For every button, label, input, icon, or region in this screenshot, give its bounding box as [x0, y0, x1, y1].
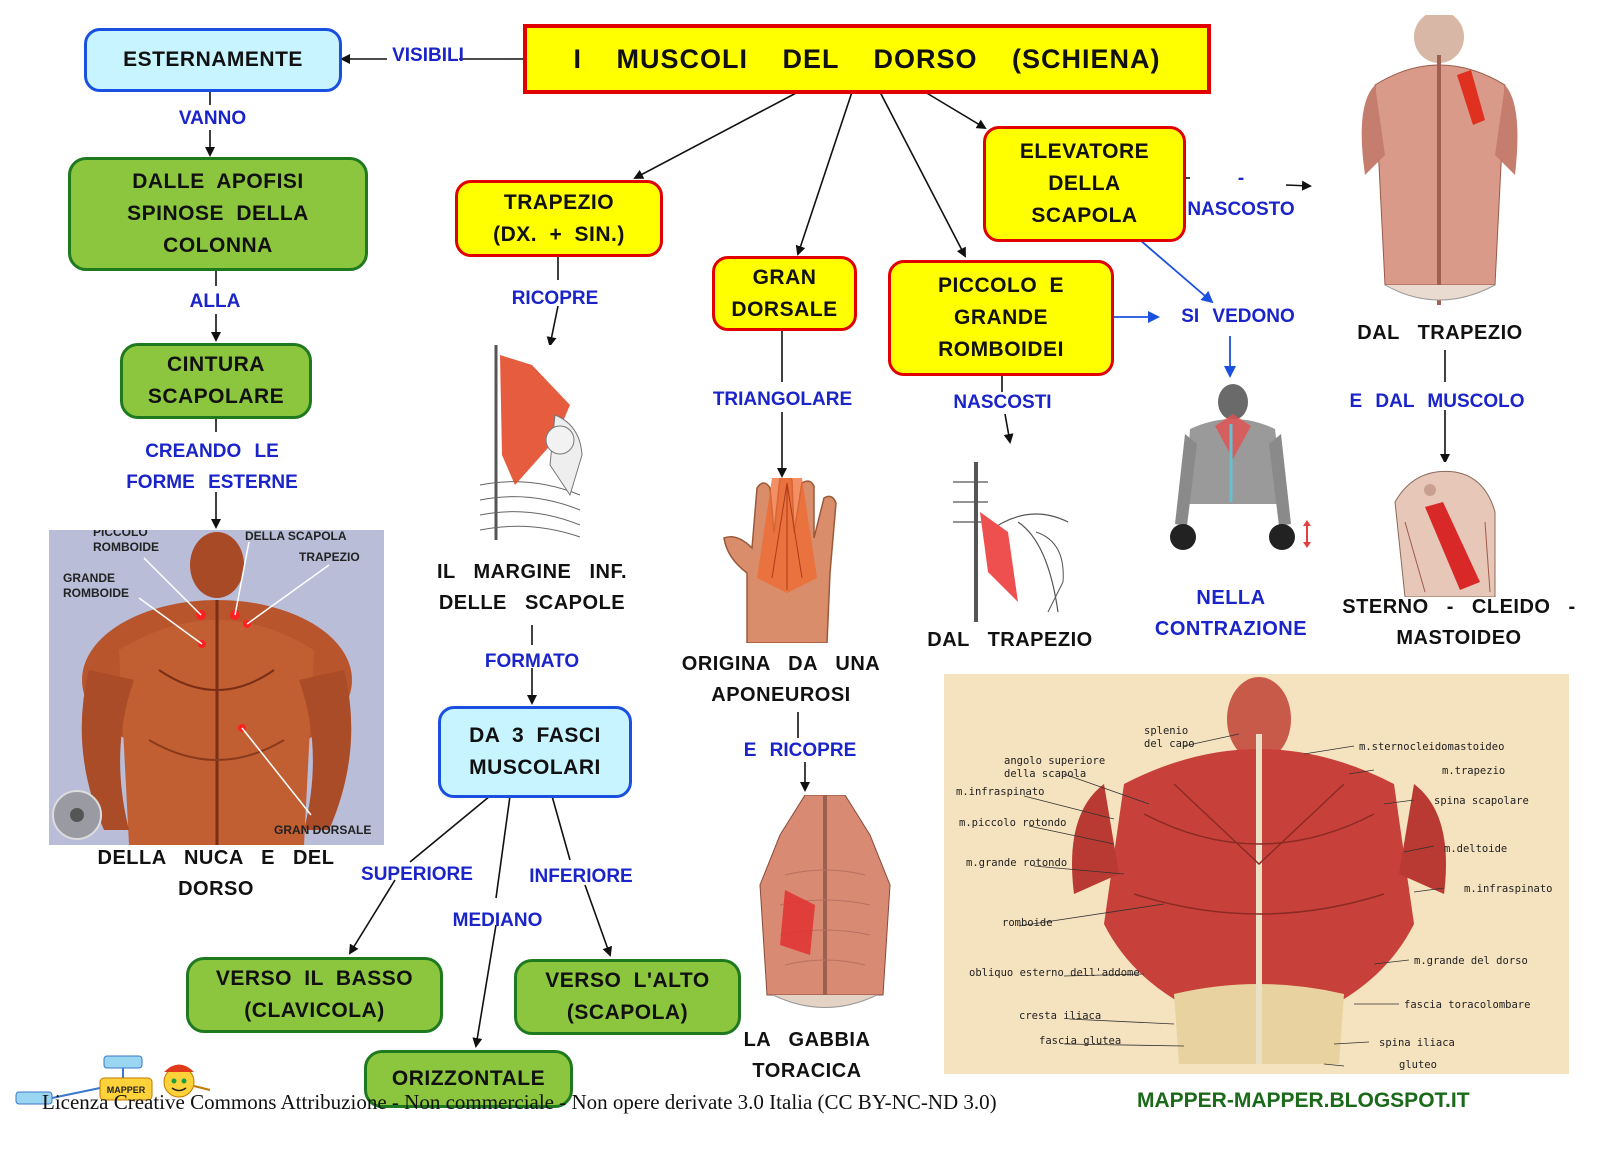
node-elevatore: ELEVATORE DELLA SCAPOLA [983, 126, 1186, 242]
link-title-gran-dorsale [795, 91, 853, 256]
node-trapezio: TRAPEZIO (DX. + SIN.) [455, 180, 663, 257]
node-da-3-fasci: DA 3 FASCI MUSCOLARI [438, 706, 632, 798]
text-dal-trapezio-2: DAL TRAPEZIO [1357, 322, 1523, 344]
label-nascosto: -NASCOSTO [1187, 168, 1295, 220]
label-formato: FORMATO [484, 651, 580, 672]
mapper-logo: MAPPER [14, 1052, 214, 1112]
svg-text:fascia glutea: fascia glutea [1039, 1035, 1121, 1047]
link-inferiore-alto [584, 884, 613, 957]
link-nascosti-img [1003, 413, 1014, 444]
link-nascosto-img [1285, 180, 1312, 191]
node-romboidei: PICCOLO E GRANDE ROMBOIDEI [888, 260, 1114, 376]
label-ricopre: RICOPRE [511, 288, 599, 309]
trapezius-diagram [470, 345, 596, 540]
svg-text:gluteo: gluteo [1399, 1059, 1437, 1071]
link-ricopre-img [546, 305, 559, 347]
text-nella-contrazione: NELLA CONTRAZIONE [1154, 587, 1308, 640]
label-mediano: MEDIANO [452, 910, 543, 931]
node-verso-il-basso: VERSO IL BASSO (CLAVICOLA) [186, 957, 443, 1033]
svg-text:m.grande rotondo: m.grande rotondo [966, 857, 1067, 869]
rib-cage-diagram [755, 795, 895, 1010]
svg-text:cresta iliaca: cresta iliaca [1019, 1010, 1101, 1022]
node-gran-dorsale: GRAN DORSALE [712, 256, 857, 331]
text-margine-scapole: IL MARGINE INF. DELLE SCAPOLE [436, 561, 628, 614]
link-fasci-superiore [409, 795, 491, 863]
label-vanno: VANNO [178, 108, 247, 129]
node-verso-l-alto: VERSO L'ALTO (SCAPOLA) [514, 959, 741, 1035]
svg-text:m.grande del dorso: m.grande del dorso [1414, 955, 1528, 967]
rhomboid-diagram [948, 462, 1078, 622]
link-title-trapezio [633, 91, 799, 179]
dumbbell-rowing-diagram [1165, 384, 1315, 574]
site-link[interactable]: MAPPER-MAPPER.BLOGSPOT.IT [1137, 1089, 1470, 1112]
svg-text:MAPPER: MAPPER [107, 1085, 146, 1095]
svg-text:fascia toracolombare: fascia toracolombare [1404, 999, 1530, 1011]
link-superiore-basso [348, 879, 396, 955]
svg-text:m.piccolo rotondo: m.piccolo rotondo [959, 817, 1066, 829]
svg-text:spina iliaca: spina iliaca [1379, 1037, 1455, 1049]
label-superiore: SUPERIORE [361, 864, 473, 885]
label-triangolare: TRIANGOLARE [712, 389, 853, 410]
svg-text:spina scapolare: spina scapolare [1434, 795, 1529, 807]
link-elevatore-vedono [1139, 239, 1214, 304]
svg-text:GRAN DORSALE: GRAN DORSALE [274, 823, 371, 837]
link-title-elevatore [924, 91, 987, 130]
license-text: Licenza Creative Commons Attribuzione - … [42, 1090, 997, 1114]
text-sterno-cleido: STERNO - CLEIDO - MASTOIDEO [1342, 596, 1576, 649]
svg-text:m.trapezio: m.trapezio [1442, 765, 1505, 777]
label-si-vedono: SI VEDONO [1181, 306, 1295, 327]
link-fasci-mediano [495, 795, 511, 899]
label-visibili: VISIBILI [392, 45, 464, 66]
label-e-ricopre: E RICOPRE [743, 740, 857, 761]
node-orizzontale: ORIZZONTALE [364, 1050, 573, 1108]
link-mediano-orizzontale [472, 924, 497, 1048]
label-creando: CREANDO LE FORME ESTERNE [126, 441, 298, 493]
label-nascosti: NASCOSTI [953, 392, 1052, 413]
label-alla: ALLA [189, 291, 241, 312]
label-inferiore: INFERIORE [529, 866, 633, 887]
node-esternamente: ESTERNAMENTE [84, 28, 342, 92]
svg-text:romboide: romboide [1002, 917, 1053, 929]
node-dalle-apofisi: DALLE APOFISI SPINOSE DELLA COLONNA [68, 157, 368, 271]
map-title: I MUSCOLI DEL DORSO (SCHIENA) [523, 24, 1211, 94]
text-origina-aponeurosi: ORIGINA DA UNA APONEUROSI [681, 653, 881, 706]
link-title-romboidei [879, 91, 966, 258]
text-della-nuca: DELLA NUCA E DEL DORSO [97, 847, 335, 900]
label-e-dal-muscolo: E DAL MUSCOLO [1349, 391, 1525, 412]
svg-text:m.infraspinato: m.infraspinato [1464, 883, 1553, 895]
text-dal-trapezio-1: DAL TRAPEZIO [927, 629, 1093, 651]
sternocleidomastoid-diagram [1385, 462, 1503, 597]
levator-scapulae-diagram [1345, 15, 1523, 315]
svg-text:m.infraspinato: m.infraspinato [956, 786, 1045, 798]
svg-text:m.sternocleidomastoideo: m.sternocleidomastoideo [1359, 741, 1504, 753]
aponeurosis-hand-diagram [722, 478, 852, 643]
svg-text:TRAPEZIO: TRAPEZIO [299, 550, 360, 564]
text-gabbia-toracica: LA GABBIA TORACICA [743, 1029, 871, 1082]
svg-text:obliquo esterno dell'addome: obliquo esterno dell'addome [969, 967, 1140, 979]
node-cintura-scapolare: CINTURA SCAPOLARE [120, 343, 312, 419]
svg-text:m.deltoide: m.deltoide [1444, 843, 1507, 855]
link-fasci-inferiore [551, 795, 571, 861]
